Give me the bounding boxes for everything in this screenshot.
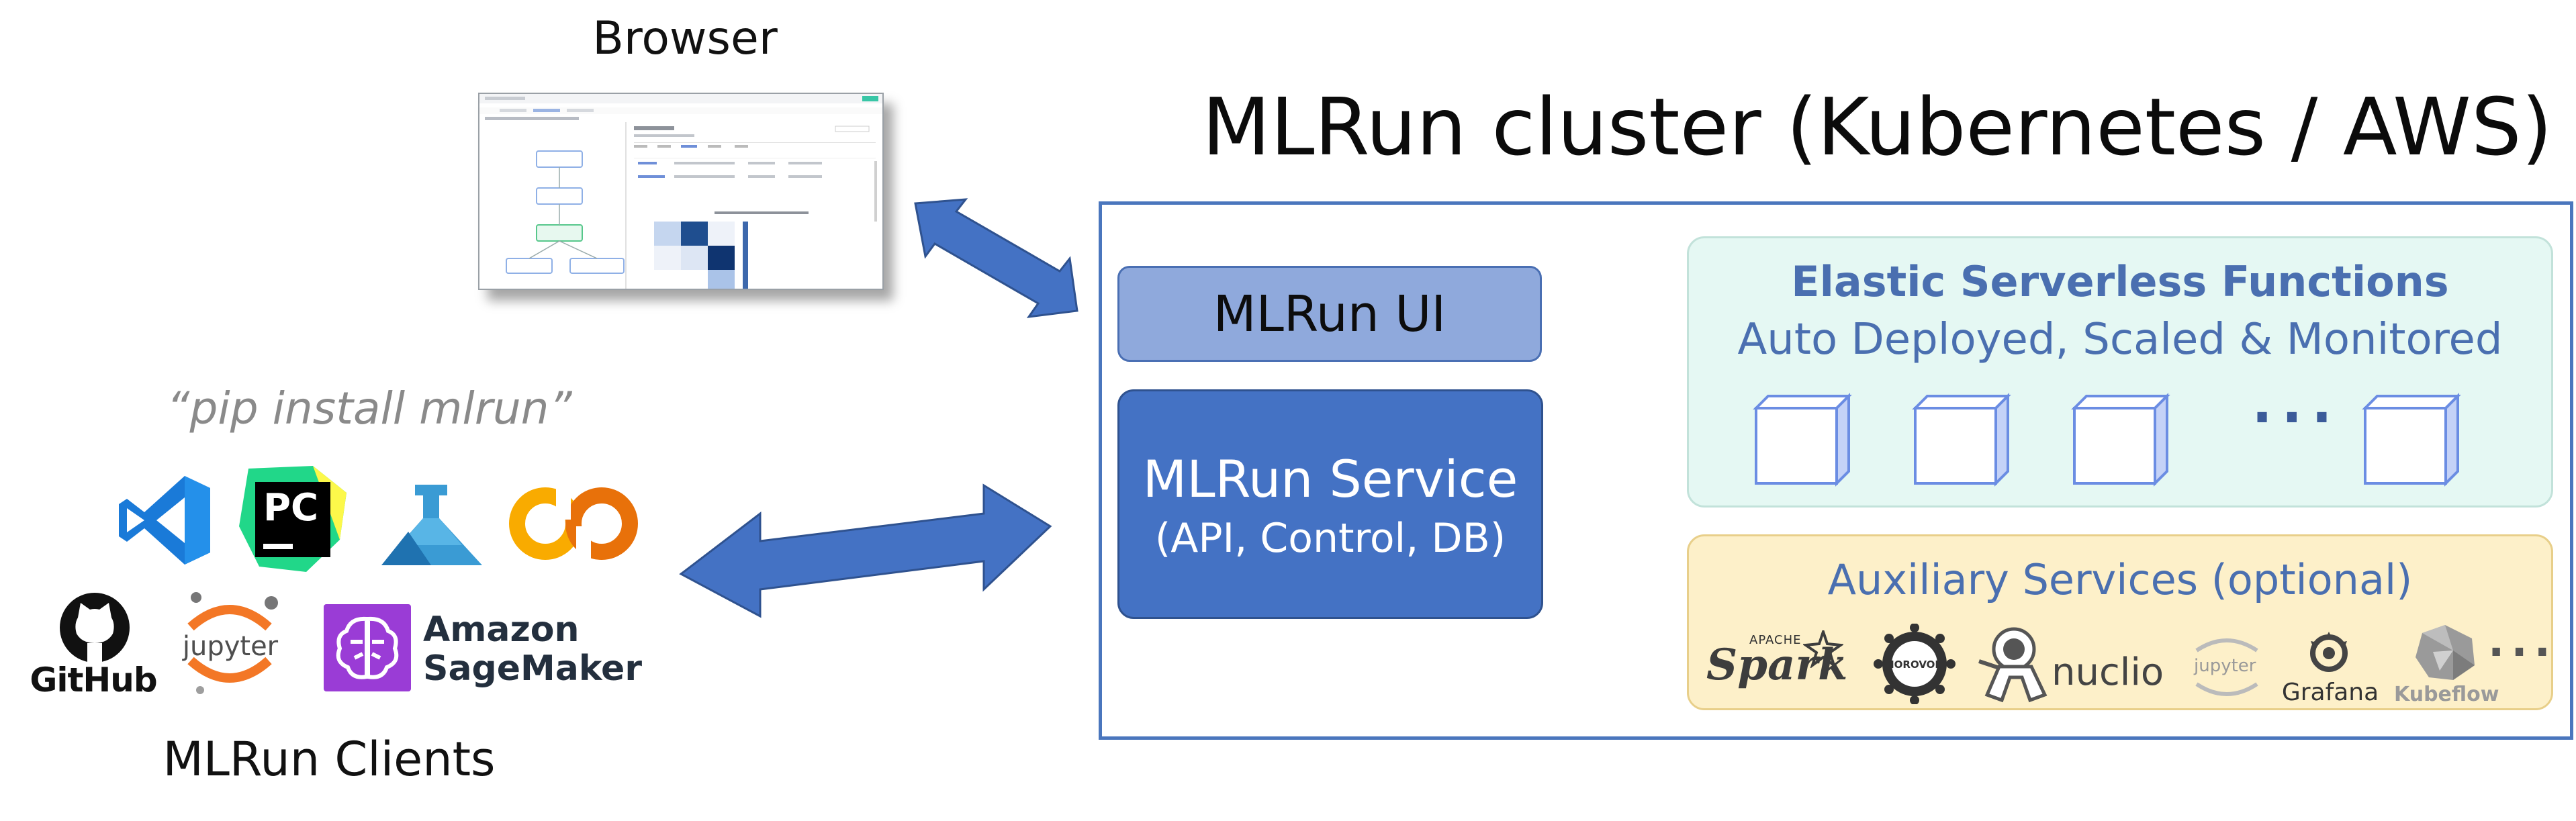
clients-cluster-arrow bbox=[679, 483, 1052, 618]
auxiliary-title: Auxiliary Services (optional) bbox=[1827, 555, 2413, 604]
pip-install-command: “pip install mlrun” bbox=[167, 383, 572, 434]
cube-icon bbox=[1753, 393, 1852, 487]
jupyter-icon bbox=[2195, 638, 2258, 696]
mlrun-ui-box: MLRun UI bbox=[1117, 266, 1542, 362]
spark-star-icon bbox=[1803, 630, 1843, 668]
serverless-subtitle: Auto Deployed, Scaled & Monitored bbox=[1737, 315, 2503, 365]
kubeflow-logo: Kubeflow bbox=[2394, 624, 2499, 708]
grafana-icon bbox=[2310, 632, 2348, 672]
spark-logo: APACHE Spark bbox=[1704, 630, 1848, 697]
cube-icon bbox=[1912, 393, 2011, 487]
pycharm-logo: PC bbox=[239, 466, 348, 572]
browser-cluster-arrow bbox=[914, 198, 1078, 318]
clients-label: MLRun Clients bbox=[163, 732, 496, 787]
nuclio-logo: nuclio bbox=[1972, 621, 2174, 708]
function-cubes bbox=[1753, 393, 2461, 487]
cube-icon bbox=[2071, 393, 2170, 487]
horovod-logo: HOROVOD bbox=[1868, 623, 1962, 705]
colab-icon bbox=[509, 486, 638, 560]
github-octocat-icon bbox=[60, 593, 130, 663]
serverless-functions-box: Elastic Serverless Functions Auto Deploy… bbox=[1687, 236, 2553, 508]
browser-screenshot-graphic bbox=[479, 94, 882, 289]
horovod-icon bbox=[1874, 623, 1956, 705]
jupyter-logo: jupyter bbox=[176, 583, 283, 697]
mlrun-service-box: MLRun Service (API, Control, DB) bbox=[1117, 389, 1543, 619]
grafana-logo: Grafana bbox=[2280, 628, 2381, 708]
browser-screenshot bbox=[478, 93, 884, 290]
more-functions-ellipsis: ... bbox=[2252, 373, 2342, 435]
nuclio-astronaut-icon bbox=[1978, 627, 2048, 703]
mlrun-service-title: MLRun Service bbox=[1142, 449, 1518, 509]
vscode-logo bbox=[119, 476, 210, 565]
serverless-title: Elastic Serverless Functions bbox=[1791, 257, 2449, 306]
colab-logo bbox=[506, 486, 641, 560]
github-logo: GitHub bbox=[30, 591, 158, 699]
browser-label: Browser bbox=[592, 12, 778, 65]
jupyter-logo: jupyter bbox=[2190, 630, 2264, 704]
cube-icon bbox=[2362, 393, 2461, 487]
more-services-ellipsis: ... bbox=[2488, 617, 2557, 667]
azure-ml-logo bbox=[381, 485, 482, 565]
auxiliary-services-box: Auxiliary Services (optional) APACHE Spa… bbox=[1687, 534, 2553, 710]
sagemaker-logo: Amazon SageMaker bbox=[324, 604, 642, 695]
kubeflow-icon bbox=[2416, 625, 2475, 680]
mlrun-service-subtitle: (API, Control, DB) bbox=[1154, 515, 1506, 562]
cluster-title: MLRun cluster (Kubernetes / AWS) bbox=[1202, 81, 2552, 173]
jupyter-icon bbox=[187, 592, 278, 694]
pycharm-icon bbox=[239, 466, 347, 572]
mlrun-ui-label: MLRun UI bbox=[1213, 285, 1446, 343]
sagemaker-brain-icon bbox=[324, 604, 411, 691]
